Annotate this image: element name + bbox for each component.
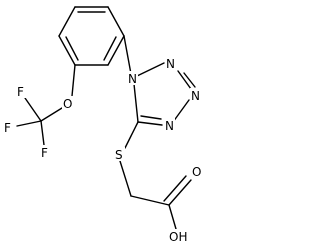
svg-text:N: N [191,89,200,103]
svg-text:O: O [192,165,201,179]
bond-ch2-c [130,195,170,206]
bond-c-f-left [16,120,42,127]
svg-text:OH: OH [169,230,187,244]
atom-n3: N [190,88,201,103]
atom-s: S [114,147,125,162]
bond-aryl-o [71,64,76,97]
tetrazole-ring [133,62,196,126]
atom-f-left: F [3,120,13,135]
bond-c5-s [124,121,139,149]
bond-c-oh [168,204,177,230]
bond-s-ch2 [119,160,132,197]
atom-n1: N [127,71,138,86]
atom-f-bottom: F [40,145,50,160]
bond-c-o-double [168,179,192,206]
atom-n4: N [164,118,175,133]
svg-text:O: O [63,97,72,111]
atom-o-ether: O [62,96,73,111]
bond-c-f-bottom [40,120,45,146]
svg-text:N: N [166,57,175,71]
svg-text:S: S [115,148,123,162]
benzene-ring [58,6,125,66]
bond-aryl-n1 [123,35,132,75]
svg-text:N: N [165,119,174,133]
atom-n2: N [165,56,176,71]
svg-text:F: F [41,146,48,160]
svg-text:N: N [128,72,137,86]
atom-hydroxyl: OH [168,229,190,244]
structural-formula: N N N N S O F F F O OH [3,6,202,244]
svg-text:F: F [4,121,11,135]
svg-text:F: F [17,85,24,99]
bond-o-cf3 [40,107,63,122]
bond-c-f-top [24,97,42,122]
atom-f-top: F [16,84,26,99]
atom-o-carbonyl: O [191,164,202,179]
